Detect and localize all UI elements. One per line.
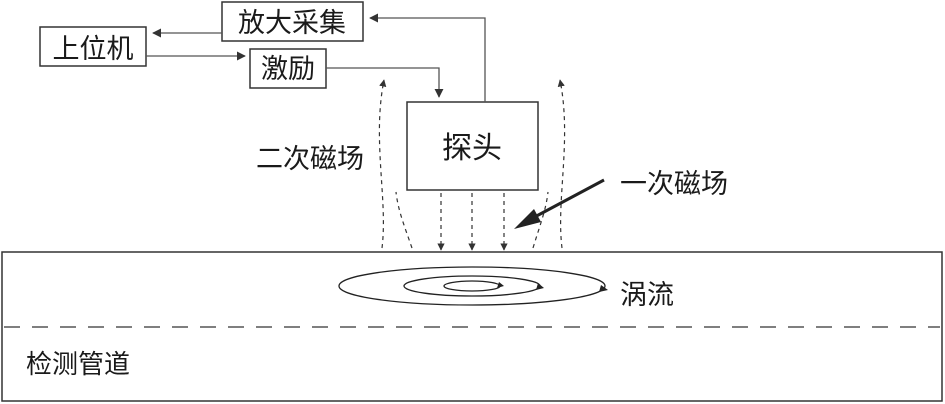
secondary-field-line-left-inner bbox=[395, 191, 413, 249]
eddy-current-label: 涡流 bbox=[620, 280, 674, 311]
wire-probe-to-amplifier bbox=[369, 13, 486, 102]
primary-field-pointer-head bbox=[514, 209, 541, 229]
excitation-label: 激励 bbox=[261, 54, 315, 85]
host-computer-box bbox=[39, 26, 147, 67]
eddy-loop-outer bbox=[338, 266, 606, 306]
amplifier-label: 放大采集 bbox=[238, 8, 346, 39]
eddy-arrow-middle bbox=[536, 283, 544, 290]
amplifier-box bbox=[221, 1, 364, 42]
eddy-arrow-inner bbox=[497, 282, 504, 288]
primary-field-pointer bbox=[528, 178, 605, 222]
secondary-field-line-left-outer bbox=[378, 79, 387, 249]
excitation-box bbox=[249, 48, 327, 89]
probe-label: 探头 bbox=[442, 131, 502, 166]
eddy-arrow-outer bbox=[599, 285, 608, 292]
wire-excitation-to-probe bbox=[326, 67, 444, 98]
secondary-field-line-right-outer bbox=[557, 79, 566, 249]
probe-box bbox=[406, 101, 539, 191]
primary-field-label: 一次磁场 bbox=[620, 169, 728, 200]
secondary-field-label: 二次磁场 bbox=[256, 144, 364, 175]
host-computer-label: 上位机 bbox=[53, 34, 134, 65]
pipe-label: 检测管道 bbox=[26, 350, 130, 380]
